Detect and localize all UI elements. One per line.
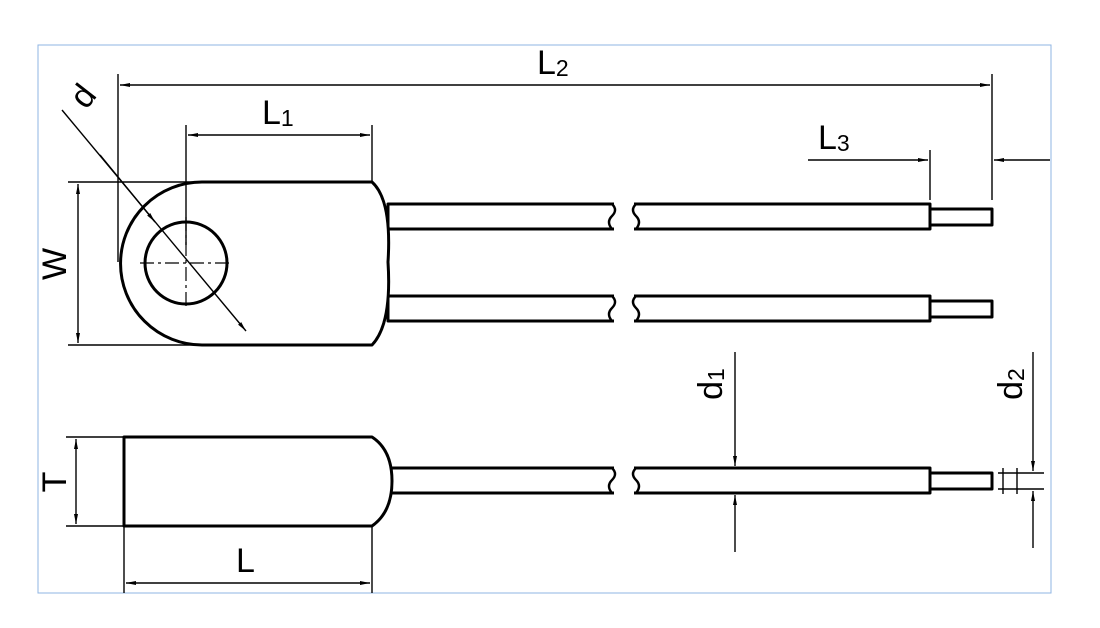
d-leader-arrow-inner [99, 154, 156, 223]
top-view [61, 74, 1050, 347]
side-wire-break [607, 462, 641, 499]
label-l2: L2 [537, 44, 569, 82]
label-w: W [36, 248, 74, 280]
label-d2: d2 [992, 368, 1030, 400]
label-l3: L3 [818, 119, 850, 157]
lower-wire-break [607, 290, 641, 327]
label-d: d [63, 77, 105, 115]
side-wire-bare-end [928, 471, 994, 491]
side-view [66, 352, 1044, 593]
lower-wire-insulated [386, 294, 932, 323]
side-wire-insulated [386, 466, 932, 495]
drawing-frame [37, 44, 1052, 594]
label-l1: L1 [262, 94, 294, 132]
side-body [122, 435, 394, 528]
upper-wire-bare-end [928, 207, 994, 227]
label-t: T [36, 472, 74, 493]
label-d1: d1 [692, 368, 730, 400]
label-l: L [236, 542, 255, 580]
upper-wire-break [607, 198, 641, 235]
lower-wire-bare-end [928, 299, 994, 319]
upper-wire-insulated [386, 202, 932, 231]
